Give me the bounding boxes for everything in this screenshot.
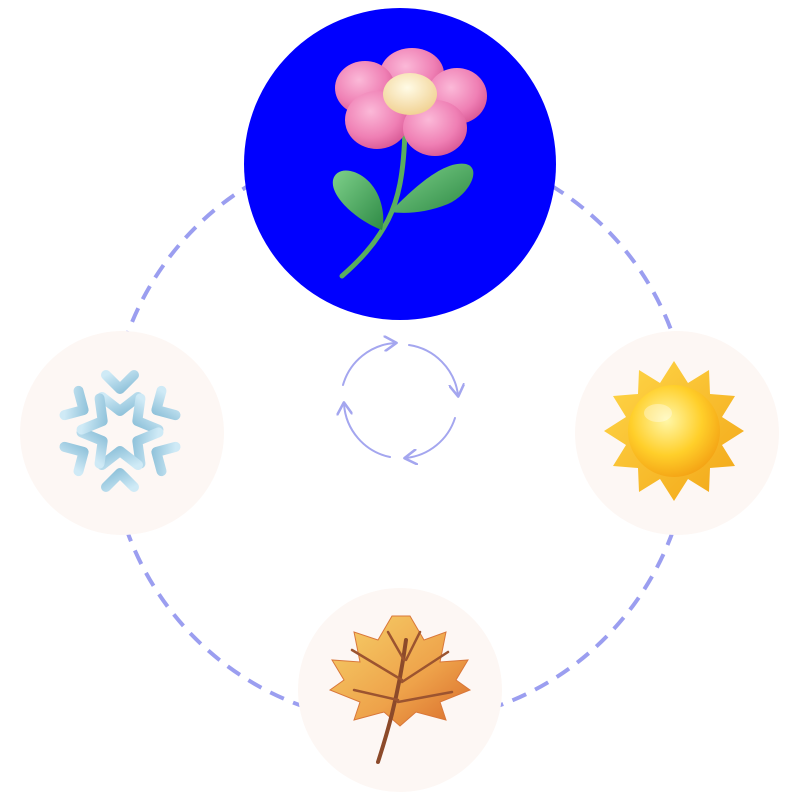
season-node-spring[interactable] (244, 8, 556, 320)
sun-icon (604, 361, 744, 501)
maple-leaf-icon (328, 615, 472, 764)
snowflake-icon (54, 360, 186, 497)
cycle-arrows-icon (343, 343, 458, 458)
season-node-summer[interactable] (575, 331, 779, 535)
season-node-autumn[interactable] (298, 588, 502, 792)
season-node-winter[interactable] (20, 331, 224, 535)
flower-icon (332, 48, 487, 279)
